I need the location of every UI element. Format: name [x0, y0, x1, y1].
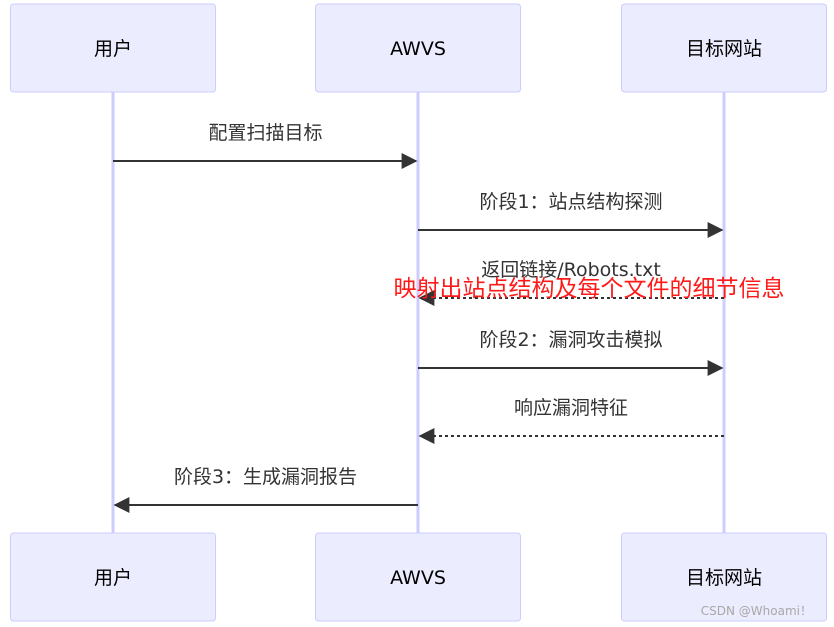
message-3: 返回链接/Robots.txt [418, 259, 724, 306]
actor-box [10, 532, 216, 622]
message-label: 阶段3：生成漏洞报告 [174, 466, 357, 488]
actor-label: AWVS [390, 38, 446, 60]
message-label: 阶段2：漏洞攻击模拟 [479, 329, 662, 351]
actor-box [10, 3, 216, 93]
actor-target-bottom: 目标网站 [621, 532, 827, 622]
message-label: 阶段1：站点结构探测 [479, 191, 662, 213]
message-6: 阶段3：生成漏洞报告 [113, 466, 418, 513]
actor-label: 目标网站 [686, 38, 762, 60]
message-1: 配置扫描目标 [113, 122, 418, 169]
watermark: CSDN @Whoami！ [701, 604, 812, 618]
actor-user-bottom: 用户 [10, 532, 216, 622]
message-4: 阶段2：漏洞攻击模拟 [418, 329, 724, 376]
actor-awvs-bottom: AWVS [315, 532, 521, 622]
annotation-note: 映射出站点结构及每个文件的细节信息 [394, 276, 785, 302]
actor-label: 用户 [94, 567, 132, 589]
actor-box [621, 3, 827, 93]
lifelines [111, 92, 726, 533]
actor-box [315, 532, 521, 622]
actor-box [621, 532, 827, 622]
message-label: 响应漏洞特征 [514, 397, 628, 419]
actor-label: 用户 [94, 38, 132, 60]
actor-box [315, 3, 521, 93]
actor-awvs-top: AWVS [315, 3, 521, 93]
message-2: 阶段1：站点结构探测 [418, 191, 724, 238]
actors-bottom-row: 用户 AWVS 目标网站 [10, 532, 827, 622]
message-5: 响应漏洞特征 [418, 397, 724, 444]
actors-top-row: 用户 AWVS 目标网站 [10, 3, 827, 93]
actor-label: AWVS [390, 567, 446, 589]
actor-target-top: 目标网站 [621, 3, 827, 93]
message-label: 返回链接/Robots.txt [481, 259, 661, 281]
message-label: 配置扫描目标 [208, 122, 322, 144]
actor-label: 目标网站 [686, 567, 762, 589]
actor-user-top: 用户 [10, 3, 216, 93]
